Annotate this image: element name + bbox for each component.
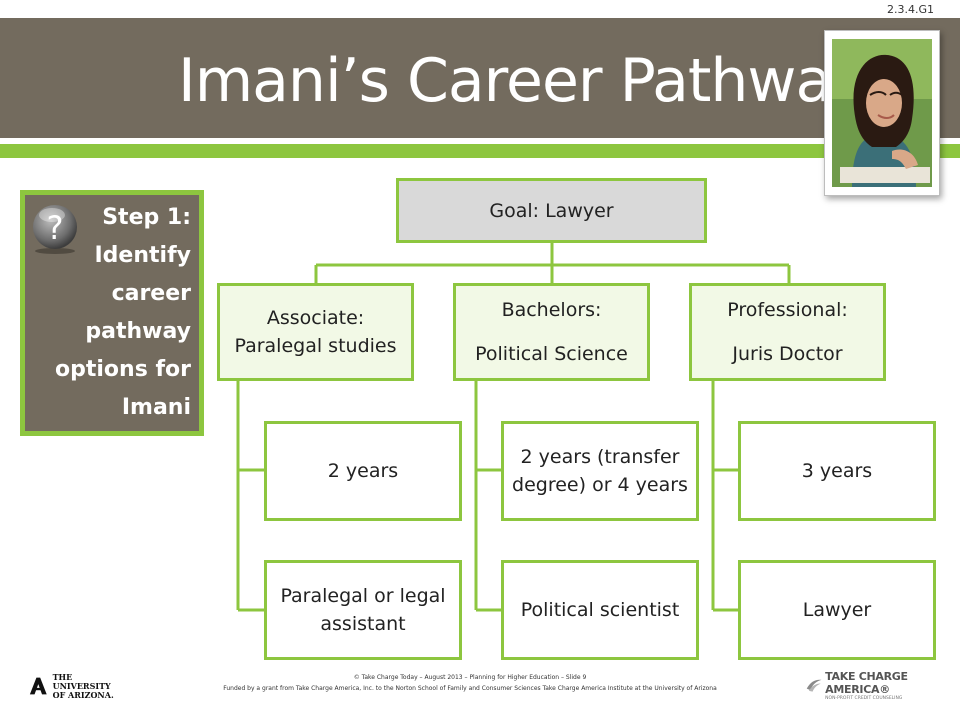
bachelors-degree-node: Bachelors: Political Science [453, 283, 650, 381]
bachelors-degree-field: Political Science [475, 343, 628, 365]
question-mark-icon: ? [33, 205, 77, 254]
title-bar [0, 18, 960, 138]
student-portrait-image [832, 39, 932, 187]
professional-degree-title: Professional: [727, 299, 848, 321]
professional-career: Lawyer [802, 599, 872, 621]
footer-funding: Funded by a grant from Take Charge Ameri… [223, 685, 717, 692]
accent-stripe [0, 144, 960, 158]
university-logo-line2: OF ARIZONA. [52, 689, 114, 700]
goal-label: Goal: Lawyer [489, 199, 614, 222]
associate-career: Paralegal or legal assistant [280, 585, 446, 635]
associate-duration: 2 years [327, 460, 399, 482]
associate-degree-node: Associate: Paralegal studies [217, 283, 414, 381]
bachelors-career-node: Political scientist [501, 560, 699, 660]
professional-duration: 3 years [801, 460, 873, 482]
bachelors-duration: 2 years (transfer degree) or 4 years [512, 446, 688, 496]
swoosh-icon [806, 679, 822, 692]
student-photo [824, 30, 940, 196]
footer-copyright: © Take Charge Today – August 2013 – Plan… [353, 674, 587, 681]
associate-degree-field: Paralegal studies [234, 335, 397, 357]
university-of-arizona-logo: THE UNIVERSITY OF ARIZONA. [28, 671, 128, 700]
professional-degree-node: Professional: Juris Doctor [689, 283, 886, 381]
page-title: Imani’s Career Pathway [178, 46, 867, 116]
bachelors-degree-title: Bachelors: [501, 299, 602, 321]
associate-career-node: Paralegal or legal assistant [264, 560, 462, 660]
university-logo-line1: THE UNIVERSITY [52, 671, 111, 691]
slide-code: 2.3.4.G1 [886, 3, 934, 16]
svg-text:?: ? [47, 209, 64, 247]
take-charge-america-name: TAKE CHARGE AMERICA® [825, 669, 908, 696]
professional-career-node: Lawyer [738, 560, 936, 660]
take-charge-america-tagline: NON-PROFIT CREDIT COUNSELING [825, 695, 903, 701]
bachelors-career: Political scientist [520, 599, 680, 621]
step-callout: ? Step 1: Identify career pathway option… [20, 190, 204, 436]
goal-node: Goal: Lawyer [396, 178, 707, 243]
professional-degree-field: Juris Doctor [732, 343, 843, 365]
take-charge-america-logo: TAKE CHARGE AMERICA® NON-PROFIT CREDIT C… [806, 669, 936, 701]
university-a-icon [29, 677, 47, 695]
associate-duration-node: 2 years [264, 421, 462, 521]
step-instruction: Step 1: Identify career pathway options … [55, 205, 191, 420]
associate-degree-title: Associate: [266, 307, 365, 329]
bachelors-duration-node: 2 years (transfer degree) or 4 years [501, 421, 699, 521]
professional-duration-node: 3 years [738, 421, 936, 521]
